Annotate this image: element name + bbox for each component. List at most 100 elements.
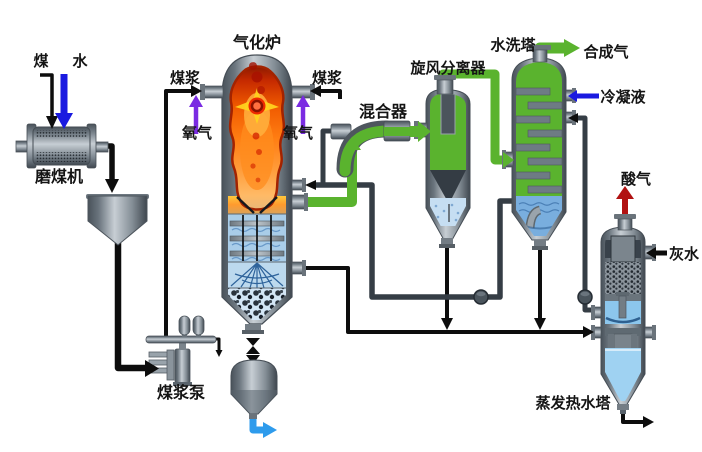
arrow-evap-to-wash-icon — [568, 113, 578, 123]
label-gray-water: 灰水 — [669, 245, 700, 263]
flame-drop — [250, 163, 256, 169]
cyclone-bottom-flange — [439, 244, 455, 248]
vortex-finder — [440, 94, 456, 135]
pipe-valves — [473, 289, 593, 305]
pipe-slag-out — [249, 418, 263, 434]
arrow-syngas-out-icon — [564, 39, 580, 57]
evap-top-flange — [614, 214, 636, 219]
arrow-slag-water-icon — [263, 422, 277, 438]
label-slurry-pump: 煤浆泵 — [157, 383, 205, 402]
tray-rods — [242, 215, 272, 261]
arrow-blowdown-to-evap-icon — [583, 326, 594, 338]
pipe-evap-to-washtower — [574, 115, 593, 313]
wash-baffle — [527, 101, 562, 110]
pipe-hopper-to-pump — [114, 243, 146, 372]
wash-baffle — [516, 143, 551, 152]
section-dividers — [228, 213, 286, 289]
slurry-nozzle-right — [291, 85, 313, 99]
arrow-slurry-left-icon — [191, 85, 202, 97]
flame-drop — [252, 132, 260, 140]
syngas-outlet-nozzle-flange — [304, 193, 308, 211]
wash-bottom-neck — [534, 240, 546, 248]
slag-lockhopper — [230, 359, 278, 419]
slag-valve-icon — [246, 338, 260, 346]
evap-bottom-neck — [617, 404, 629, 410]
flame-blob — [249, 62, 257, 70]
label-coal: 煤 — [33, 53, 48, 70]
flame-drop — [255, 177, 261, 183]
wash-bottom-flange — [532, 246, 548, 250]
wash-internal-pipe — [527, 207, 541, 229]
arrow-mixer-to-cyclone-icon — [418, 121, 431, 142]
label-gasifier: 气化炉 — [232, 33, 281, 52]
evap-tray-bar — [605, 328, 641, 336]
quench-water-nozzle-flange — [302, 178, 306, 192]
pipe-coal-feed — [40, 73, 54, 118]
label-oxygen-right: 氧气 — [282, 124, 313, 142]
mill-perforations-bottom — [36, 152, 87, 162]
arrow-syngas-up-icon — [343, 137, 361, 150]
arrow-oxygen-left-icon — [189, 95, 203, 107]
mixer — [330, 120, 431, 178]
wash-baffle — [516, 87, 551, 96]
pipe-gasifier-blowdown — [303, 266, 584, 334]
mixer-outlet-flow — [410, 126, 418, 137]
arrow-recycle-to-gasifier-icon — [305, 180, 316, 190]
evap-lower-water — [605, 348, 641, 378]
label-syngas: 合成气 — [582, 43, 628, 61]
evap-bottom-tip — [620, 410, 626, 414]
evap-inner-tube — [608, 334, 614, 348]
quench-funnel-lines — [236, 196, 278, 214]
arrow-pump-branch-icon — [215, 350, 223, 357]
slurry-pump — [145, 315, 217, 386]
evap-left-upper-flange — [591, 305, 595, 320]
label-oxygen-left: 氧气 — [181, 124, 212, 142]
pump-body — [174, 348, 191, 384]
blowdown-nozzle-flange — [302, 260, 306, 276]
arrow-wash-drain-icon — [534, 318, 546, 330]
burner-swirl — [250, 99, 264, 113]
pump-stem — [179, 341, 186, 350]
evap-internal-cylinder — [610, 235, 636, 263]
arrow-slag-down-icon — [246, 355, 260, 364]
arrow-into-washtower-icon — [503, 152, 514, 168]
pipe-recycle-to-mixer — [320, 128, 334, 185]
pipe-evap-drain — [621, 410, 644, 424]
valve-highlight — [476, 291, 486, 297]
pump-pulsation-damper — [192, 315, 205, 336]
pump-pulsation-damper — [178, 315, 191, 336]
slurry-nozzle-left-flange — [200, 84, 205, 100]
slag-pot-band — [231, 390, 277, 414]
mill-perforations-top — [36, 130, 87, 137]
cyclone-separator — [414, 75, 471, 248]
label-coal-slurry-right: 煤浆 — [312, 69, 343, 87]
evap-top-neck — [617, 218, 633, 231]
label-evaporation-hot-water-tower: 蒸发热水塔 — [535, 394, 611, 412]
evap-internals — [605, 235, 641, 401]
label-cyclone-separator: 旋风分离器 — [409, 59, 486, 77]
arrowheads — [46, 39, 656, 438]
label-mixer: 混合器 — [359, 102, 408, 121]
gasifier-internals — [228, 62, 286, 320]
arrow-coal-down-icon — [46, 116, 58, 129]
evap-internal-pipe — [618, 295, 627, 319]
flame-drop — [256, 149, 262, 155]
arrow-to-pump-icon — [145, 360, 159, 377]
quench-water-waves — [231, 227, 281, 262]
evap-water-arc — [605, 316, 641, 324]
wash-baffle — [516, 115, 551, 124]
wash-baffle — [527, 185, 562, 194]
recycle-water-pipes — [314, 115, 593, 313]
arrow-slurry-right-icon — [310, 85, 321, 97]
syngas-outlet-nozzle — [291, 194, 307, 210]
flame-blob — [257, 86, 265, 94]
labels: 煤 水 磨煤机 煤浆 氧气 气化炉 煤浆 氧气 混合器 旋风分离器 水洗塔 合成… — [33, 33, 700, 412]
coal-mill — [15, 123, 109, 169]
pipe-pump-to-slurry-left — [164, 89, 192, 338]
wash-top-flange — [529, 45, 551, 50]
hopper-body — [87, 195, 148, 246]
label-acid-gas: 酸气 — [621, 170, 651, 188]
mixer-elbow-flow — [339, 125, 394, 177]
